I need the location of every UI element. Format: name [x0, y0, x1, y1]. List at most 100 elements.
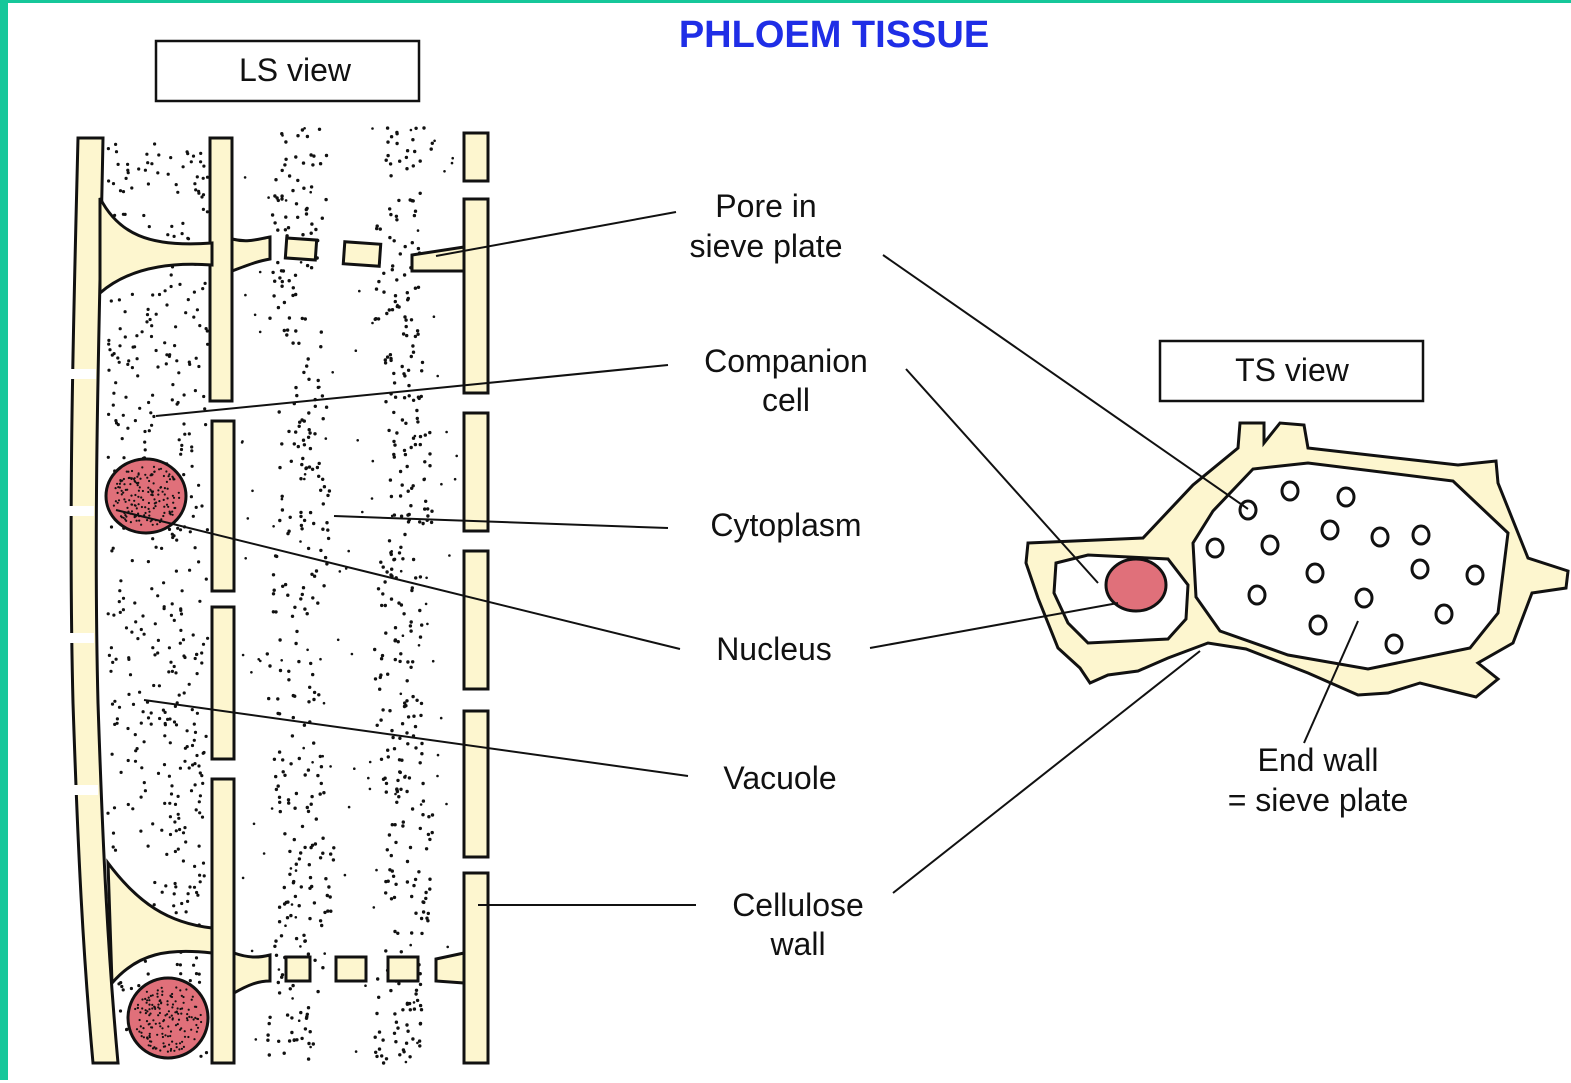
ls-view-label: LS view: [239, 52, 352, 88]
stipple-dot: [293, 807, 296, 810]
stipple-dot: [430, 521, 433, 524]
label-cytoplasm: Cytoplasm: [710, 507, 861, 543]
stipple-dot: [311, 596, 314, 599]
stipple-dot: [179, 607, 182, 610]
stipple-dot: [268, 1016, 271, 1019]
stipple-dot: [119, 189, 122, 192]
stipple-dot: [299, 851, 302, 854]
stipple-dot: [382, 272, 385, 275]
stipple-dot: [290, 460, 293, 463]
stipple-dot: [416, 1042, 419, 1045]
stipple-dot: [136, 476, 138, 478]
stipple-dot: [427, 912, 430, 915]
stipple-dot: [173, 892, 176, 895]
stipple-dot: [157, 1014, 159, 1016]
stipple-dot: [203, 874, 206, 877]
stipple-dot: [416, 999, 419, 1002]
stipple-dot: [173, 344, 176, 347]
stipple-dot: [280, 269, 283, 272]
stipple-dot: [283, 1052, 286, 1055]
stipple-dot: [347, 550, 350, 553]
stipple-dot: [124, 518, 126, 520]
stipple-dot: [391, 736, 394, 739]
stipple-dot: [386, 673, 389, 676]
stipple-dot: [413, 150, 416, 153]
stipple-dot: [403, 701, 406, 704]
stipple-dot: [288, 850, 291, 853]
stipple-dot: [130, 521, 132, 523]
stipple-dot: [419, 435, 422, 438]
stipple-dot: [307, 547, 310, 550]
stipple-dot: [180, 1013, 182, 1015]
stipple-dot: [150, 162, 153, 165]
stipple-dot: [326, 528, 329, 531]
stipple-dot: [304, 473, 307, 476]
stipple-dot: [403, 273, 406, 276]
stipple-dot: [195, 1024, 197, 1026]
stipple-dot: [200, 651, 203, 654]
stipple-dot: [321, 217, 324, 220]
stipple-dot: [293, 1038, 296, 1041]
stipple-dot: [380, 604, 383, 607]
stipple-dot: [250, 671, 253, 674]
stipple-dot: [199, 880, 202, 883]
stipple-dot: [152, 524, 154, 526]
stipple-dot: [168, 353, 171, 356]
stipple-dot: [152, 494, 154, 496]
stipple-dot: [172, 1003, 174, 1005]
stipple-dot: [140, 524, 142, 526]
stipple-dot: [137, 984, 140, 987]
stipple-dot: [188, 1009, 190, 1011]
stipple-dot: [309, 447, 312, 450]
stipple-dot: [190, 160, 193, 163]
stipple-dot: [120, 515, 122, 517]
stipple-dot: [163, 605, 166, 608]
stipple-dot: [294, 386, 297, 389]
stipple-dot: [182, 473, 185, 476]
stipple-dot: [171, 602, 174, 605]
stipple-dot: [278, 410, 281, 413]
stipple-dot: [177, 1013, 179, 1015]
stipple-dot: [419, 714, 422, 717]
stipple-dot: [321, 755, 324, 758]
stipple-dot: [131, 510, 133, 512]
stipple-dot: [277, 1040, 280, 1043]
outer-wall-gap: [64, 506, 94, 516]
stipple-dot: [319, 345, 322, 348]
stipple-dot: [154, 1008, 156, 1010]
stipple-dot: [315, 569, 318, 572]
stipple-dot: [410, 129, 413, 132]
stipple-dot: [410, 355, 413, 358]
stipple-dot: [303, 519, 306, 522]
stipple-dot: [112, 392, 115, 395]
stipple-dot: [313, 691, 316, 694]
stipple-dot: [127, 359, 130, 362]
stipple-dot: [316, 990, 319, 993]
stipple-dot: [138, 1031, 140, 1033]
stipple-dot: [419, 575, 422, 578]
stipple-dot: [202, 177, 205, 180]
stipple-dot: [308, 465, 311, 468]
stipple-dot: [149, 411, 152, 414]
stipple-dot: [402, 612, 405, 615]
stipple-dot: [300, 261, 303, 264]
stipple-dot: [278, 519, 281, 522]
stipple-dot: [406, 291, 409, 294]
stipple-dot: [134, 481, 136, 483]
stipple-dot: [311, 673, 314, 676]
stipple-dot: [410, 931, 413, 934]
stipple-dot: [388, 308, 391, 311]
stipple-dot: [455, 455, 458, 458]
stipple-dot: [197, 190, 200, 193]
stipple-dot: [287, 430, 290, 433]
stipple-dot: [157, 996, 159, 998]
stipple-dot: [126, 163, 129, 166]
stipple-dot: [188, 683, 191, 686]
stipple-dot: [303, 724, 306, 727]
stipple-dot: [416, 333, 419, 336]
stipple-dot: [146, 161, 149, 164]
stipple-dot: [402, 820, 405, 823]
stipple-dot: [202, 862, 205, 865]
stipple-dot: [151, 492, 153, 494]
stipple-dot: [292, 881, 295, 884]
